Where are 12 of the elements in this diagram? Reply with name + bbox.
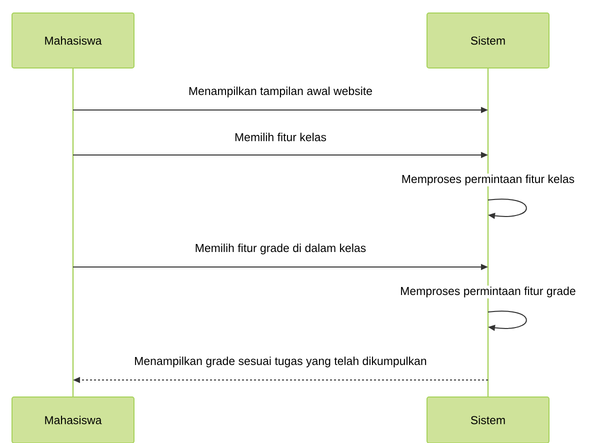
edge-label: Memproses permintaan fitur kelas	[400, 174, 576, 186]
edge-label: Menampilkan grade sesuai tugas yang telah dikumpulkan	[133, 356, 428, 368]
actor-box: Sistem	[426, 396, 550, 443]
actor-box: Sistem	[426, 12, 550, 68]
edge-label: Memproses permintaan fitur grade	[399, 286, 577, 298]
self-arrow	[488, 310, 527, 331]
edge-label: Memilih fitur kelas	[234, 132, 328, 142]
edge-label: Memilih fitur grade di dalam kelas	[194, 242, 368, 256]
self-arrow	[488, 198, 527, 219]
edge-label: Menampilkan tampilan awal website	[187, 86, 374, 98]
actor-box: Mahasiswa	[12, 396, 134, 443]
actor-box: Mahasiswa	[12, 12, 134, 68]
